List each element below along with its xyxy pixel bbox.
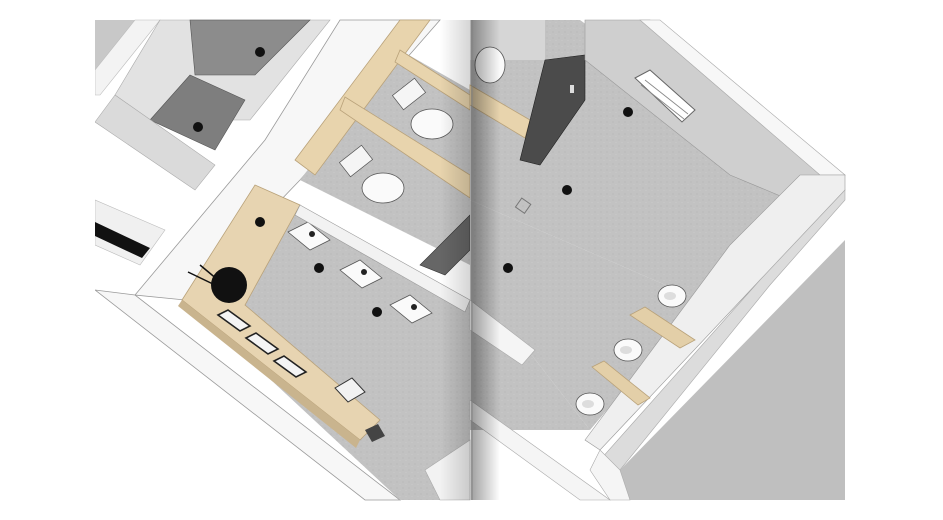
floor-drain bbox=[255, 217, 265, 227]
floor-drain bbox=[623, 107, 633, 117]
floor-drain bbox=[193, 122, 203, 132]
stall-floor-left bbox=[300, 50, 470, 265]
bin-handle bbox=[199, 264, 219, 281]
trash-slot bbox=[365, 424, 385, 442]
urinal bbox=[613, 338, 643, 362]
page-margin-right bbox=[848, 0, 943, 520]
page-margin-top bbox=[0, 0, 943, 18]
urinal-divider bbox=[591, 360, 651, 406]
stall-door bbox=[519, 54, 586, 166]
dark-beam bbox=[95, 222, 150, 258]
floor-drain bbox=[314, 263, 324, 273]
washroom-floor-right-center bbox=[470, 200, 700, 430]
corridor-wall bbox=[94, 94, 216, 191]
sink bbox=[389, 294, 433, 324]
mirror bbox=[272, 355, 308, 378]
vanity-edge bbox=[178, 300, 360, 448]
floor-drain bbox=[562, 185, 572, 195]
sink bbox=[339, 259, 383, 289]
mirror bbox=[216, 309, 252, 332]
wall-end bbox=[589, 449, 631, 501]
floor-drain bbox=[372, 307, 382, 317]
exterior-floor-right bbox=[620, 240, 845, 500]
floor-hatch bbox=[514, 197, 532, 215]
floor-drain bbox=[503, 263, 513, 273]
door-lock-icon bbox=[570, 85, 574, 93]
waste-bin bbox=[211, 267, 247, 303]
floor-drain bbox=[255, 47, 265, 57]
mirror bbox=[244, 332, 280, 355]
bin-handle bbox=[187, 271, 216, 286]
urinal bbox=[657, 284, 687, 308]
page-margin-left bbox=[0, 0, 95, 520]
dispenser bbox=[334, 377, 366, 403]
page-margin-bottom bbox=[0, 502, 943, 520]
urinal-divider bbox=[629, 306, 696, 349]
toilet bbox=[338, 144, 405, 204]
cabinet-upper bbox=[189, 19, 311, 76]
urinal bbox=[575, 392, 605, 416]
sink bbox=[287, 221, 331, 251]
cabinet-lower bbox=[149, 74, 246, 151]
book-gutter bbox=[440, 20, 500, 500]
